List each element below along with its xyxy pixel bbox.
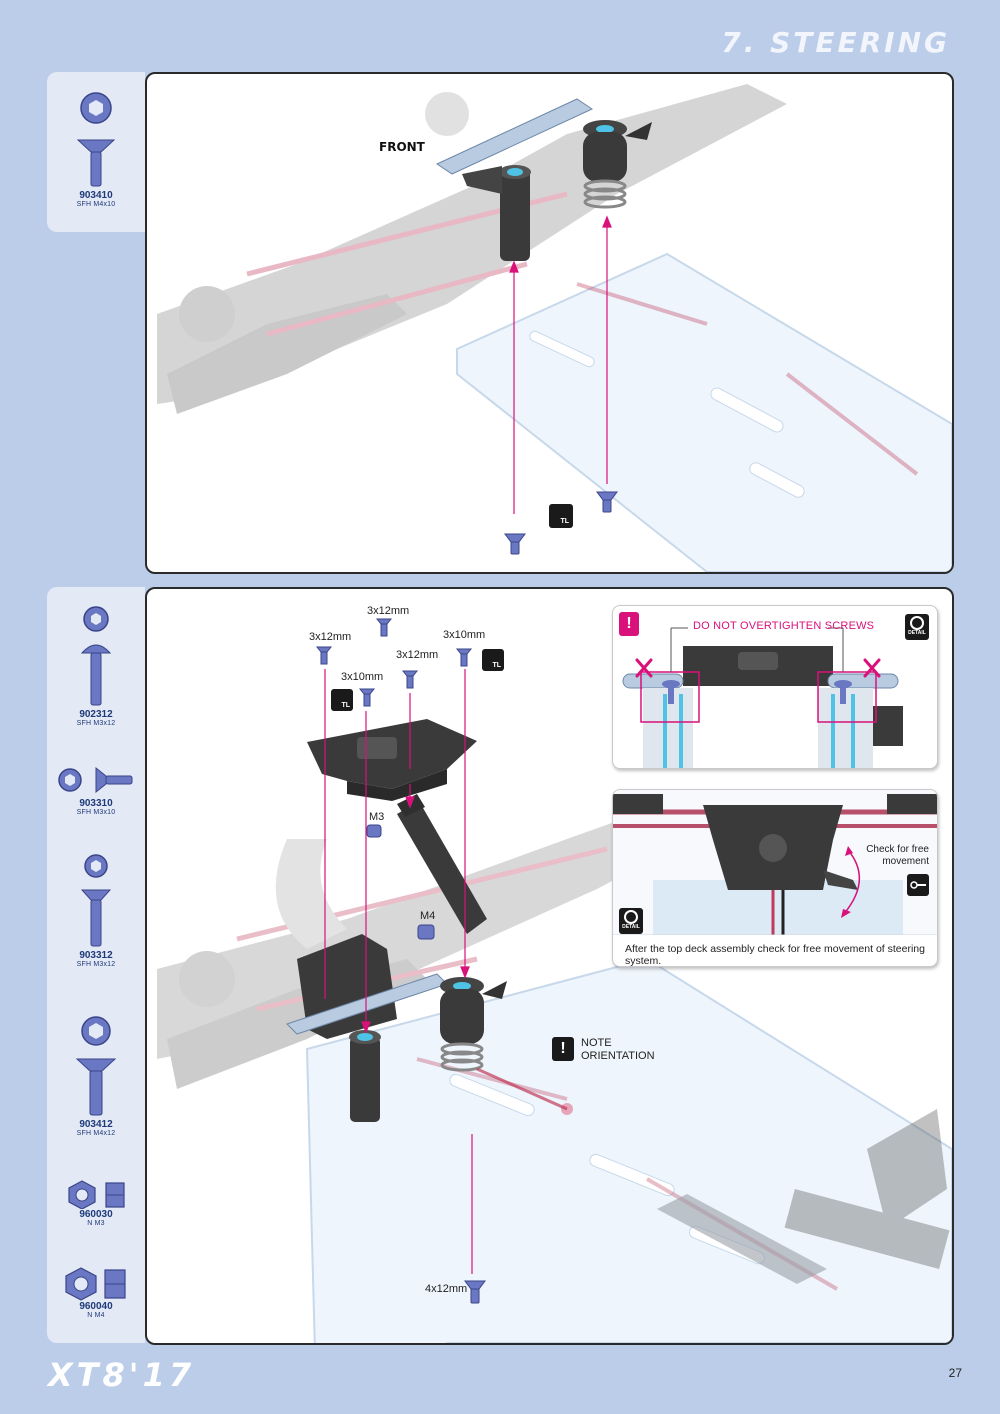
part-desc: N M4 — [87, 1312, 105, 1319]
detail-magnifier-icon: DETAIL — [619, 908, 643, 934]
part-code: 903412 — [79, 1119, 113, 1130]
flat-head-screw-icon — [80, 854, 112, 947]
part-desc: SFH M3x12 — [76, 720, 116, 727]
part-desc: SFH M3x12 — [76, 961, 116, 968]
part-desc: SFH M4x10 — [76, 201, 116, 208]
detail-overtighten-box: ! DO NOT OVERTIGHTEN SCREWS DETAIL — [612, 605, 938, 769]
front-label: FRONT — [379, 140, 425, 154]
part-903412: 903412 SFH M4x12 — [47, 1015, 145, 1137]
part-960040: 960040 N M4 — [47, 1267, 145, 1319]
screw-label-4x12: 4x12mm — [425, 1283, 468, 1295]
part-903312: 903312 SFH M3x12 — [47, 852, 145, 968]
section-title: 7. STEERING — [721, 26, 950, 59]
screw-label-3x12-d: 3x12mm — [396, 649, 439, 661]
step1-parts-sidebar: 903410 SFH M4x10 — [47, 72, 145, 232]
nut-icon — [65, 1267, 126, 1301]
button-head-screw-icon — [80, 606, 112, 706]
detail-badge: DETAIL — [622, 924, 640, 930]
threadlock-icon: TL — [482, 649, 504, 671]
threadlock-label: TL — [492, 662, 501, 669]
warning-icon: ! — [619, 612, 639, 636]
brand-logo: XT8'17 — [48, 1356, 196, 1394]
threadlock-icon: TL — [331, 689, 353, 711]
screw-label-3x10-c: 3x10mm — [341, 671, 384, 683]
part-desc: N M3 — [87, 1220, 105, 1227]
nut-label-m4: M4 — [420, 910, 436, 922]
note-icon: ! — [552, 1037, 574, 1061]
detail-free-movement-illustration — [613, 790, 937, 935]
free-movement-caption: After the top deck assembly check for fr… — [625, 943, 925, 967]
part-desc: SFH M4x12 — [76, 1130, 116, 1137]
step2-panel: 3x12mm 3x12mm 3x10mm 3x12mm 3x10mm M3 M4… — [145, 587, 954, 1345]
part-desc: SFH M3x10 — [76, 809, 116, 816]
detail-free-movement-box: Check for free movement DETAIL After the… — [612, 789, 938, 967]
warning-text: DO NOT OVERTIGHTEN SCREWS — [693, 620, 875, 632]
check-line-2: movement — [882, 856, 929, 867]
detail-magnifier-icon: DETAIL — [905, 614, 929, 640]
note-orientation-text: NOTE ORIENTATION — [581, 1037, 655, 1063]
hex-wrench-icon — [907, 874, 929, 896]
wrench-glyph — [910, 881, 926, 889]
page-number: 27 — [948, 1366, 962, 1380]
part-960030: 960030 N M3 — [47, 1179, 145, 1227]
step2-parts-sidebar: 902312 SFH M3x12 903310 SFH M3x10 903312… — [47, 587, 145, 1343]
step1-panel: FRONT TL — [145, 72, 954, 574]
detail-badge: DETAIL — [908, 630, 926, 636]
part-code: 960030 — [79, 1209, 113, 1220]
part-903410: 903410 SFH M4x10 — [47, 90, 145, 208]
part-code: 903310 — [79, 798, 113, 809]
detail-overtighten-illustration — [622, 627, 903, 768]
flat-head-screw-icon — [76, 92, 116, 187]
part-903310: 903310 SFH M3x10 — [47, 762, 145, 816]
threadlock-icon: TL — [549, 504, 573, 528]
part-code: 903410 — [79, 190, 113, 201]
nut-icon — [68, 1180, 125, 1209]
note-line-2: ORIENTATION — [581, 1050, 655, 1062]
check-line-1: Check for free — [866, 844, 929, 855]
note-line-1: NOTE — [581, 1037, 612, 1049]
part-902312: 902312 SFH M3x12 — [47, 605, 145, 727]
check-free-movement-text: Check for free movement — [866, 844, 929, 868]
part-code: 903312 — [79, 950, 113, 961]
part-code: 902312 — [79, 709, 113, 720]
screw-label-3x12-a: 3x12mm — [309, 631, 352, 643]
part-code: 960040 — [79, 1301, 113, 1312]
screw-label-3x10-e: 3x10mm — [443, 629, 486, 641]
threadlock-label: TL — [341, 702, 350, 709]
threadlock-label: TL — [560, 518, 569, 525]
screw-label-3x12-b: 3x12mm — [367, 605, 410, 617]
flat-head-screw-icon — [75, 1016, 117, 1116]
flat-head-screw-side-icon — [58, 766, 133, 794]
step1-assembly-illustration — [157, 84, 952, 572]
nut-label-m3: M3 — [369, 811, 385, 823]
step2-assembly-illustration — [157, 618, 952, 1343]
